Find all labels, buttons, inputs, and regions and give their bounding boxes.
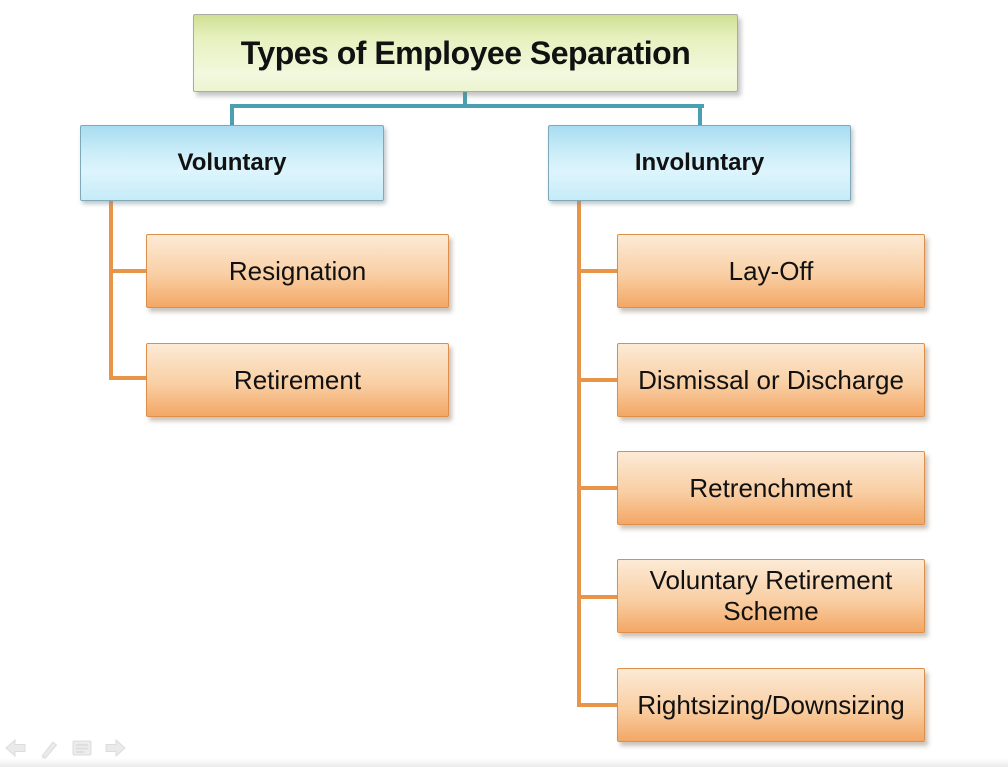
slide-bottom-edge [0,758,1008,767]
connector-stub-layoff [577,269,621,273]
child-label: Lay-Off [728,255,814,286]
child-node-retirement: Retirement [146,343,449,417]
connector-stub-retrenchment [577,486,621,490]
child-label: Voluntary Retirement Scheme [649,565,893,626]
previous-slide-icon [4,737,28,762]
child-node-voluntary-retirement-scheme: Voluntary Retirement Scheme [617,559,925,633]
connector-drop-involuntary [698,104,702,126]
annotation-pen-icon [37,737,61,762]
branch-node-voluntary: Voluntary [80,125,384,201]
connector-stub-vrs [577,595,621,599]
child-node-retrenchment: Retrenchment [617,451,925,525]
slide-menu-icon [70,737,94,762]
connector-branch-crossbar [230,104,704,108]
child-label: Resignation [228,255,367,286]
next-slide-button[interactable] [103,737,127,761]
next-slide-icon [103,737,127,762]
child-label: Dismissal or Discharge [638,364,904,395]
child-label: Rightsizing/Downsizing [637,689,905,720]
child-node-dismissal: Dismissal or Discharge [617,343,925,417]
child-node-resignation: Resignation [146,234,449,308]
previous-slide-button[interactable] [4,737,28,761]
branch-label: Involuntary [634,149,765,176]
slide-menu-button[interactable] [70,737,94,761]
child-node-layoff: Lay-Off [617,234,925,308]
annotation-pen-button[interactable] [37,737,61,761]
connector-involuntary-trunk [577,200,581,707]
diagram-title-node: Types of Employee Separation [193,14,738,92]
branch-label: Voluntary [177,149,287,176]
presentation-controls [4,737,127,761]
connector-stub-rightsizing [577,703,621,707]
child-node-rightsizing-downsizing: Rightsizing/Downsizing [617,668,925,742]
branch-node-involuntary: Involuntary [548,125,851,201]
child-label: Retirement [233,364,362,395]
diagram-title-text: Types of Employee Separation [240,34,691,71]
connector-voluntary-trunk [109,200,113,380]
child-label: Retrenchment [689,472,853,503]
connector-title-stem [463,91,467,106]
connector-stub-retirement [109,376,149,380]
connector-stub-resignation [109,269,149,273]
connector-stub-dismissal [577,378,621,382]
connector-drop-voluntary [230,104,234,126]
